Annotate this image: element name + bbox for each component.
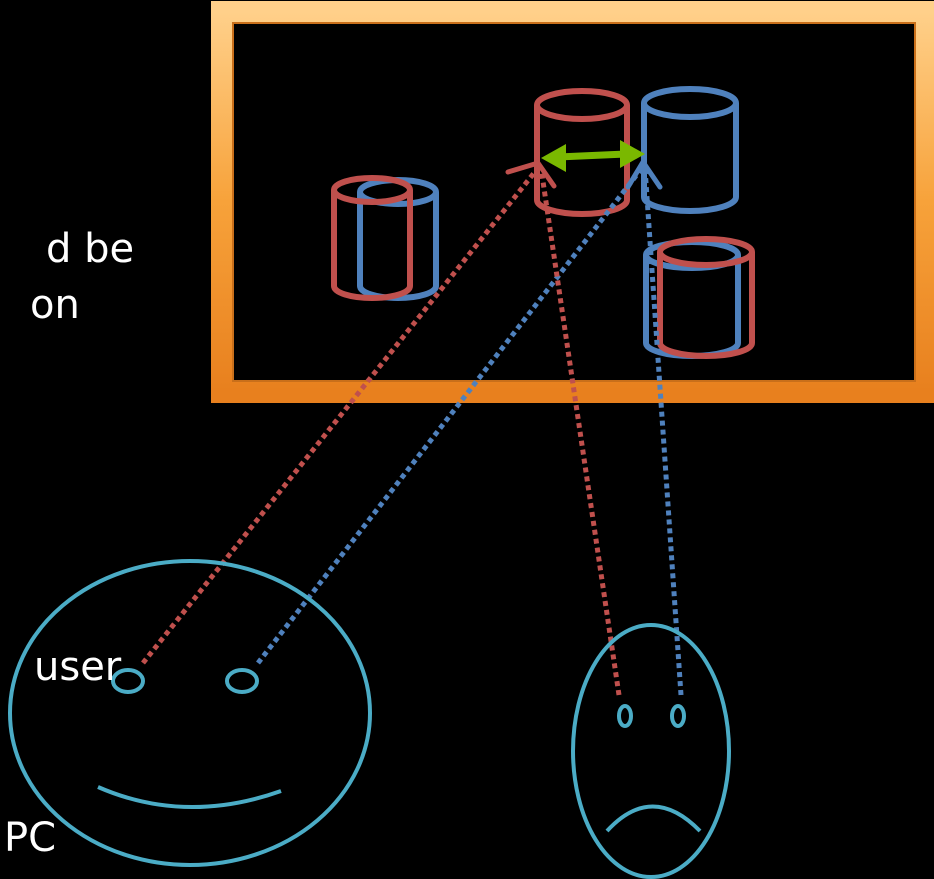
text-fragment-d-be: d be xyxy=(46,226,135,272)
sad-right-eye-line xyxy=(642,167,684,696)
frowning-face-icon xyxy=(571,623,731,879)
sad-left-eye-line xyxy=(538,167,622,696)
text-fragment-user: user xyxy=(34,644,122,690)
sight-lines xyxy=(141,166,684,696)
database-cylinder-icon-left xyxy=(331,175,439,301)
smiling-face-icon xyxy=(8,559,372,867)
sight-arrowheads xyxy=(505,157,663,190)
text-fragment-pc: PC xyxy=(4,815,57,861)
window-frame xyxy=(211,1,934,403)
happy-right-eye-line xyxy=(256,166,644,665)
database-cylinder-icon-right xyxy=(643,236,755,359)
blue-arrowhead xyxy=(625,157,663,190)
sync-double-arrow xyxy=(541,140,645,172)
red-arrowhead xyxy=(505,160,557,189)
happy-left-eye-line xyxy=(141,166,540,665)
text-fragment-on: on xyxy=(30,282,80,328)
